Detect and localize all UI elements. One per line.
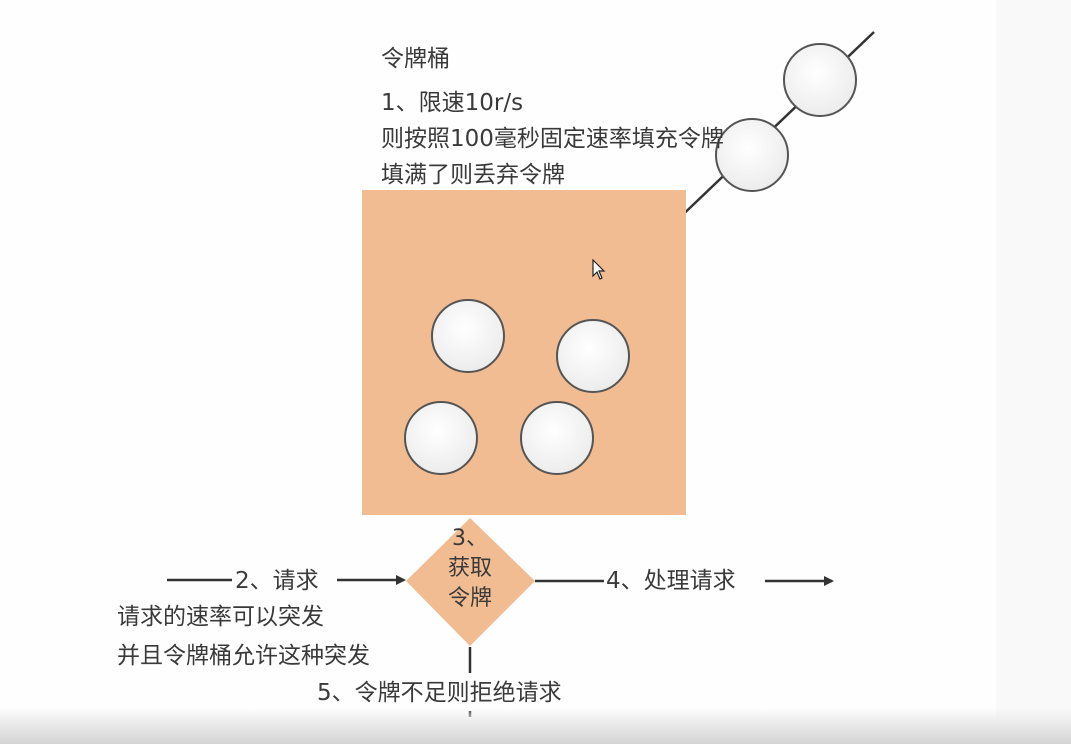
incoming-token <box>783 43 857 117</box>
bucket-token <box>556 319 630 393</box>
reject-request-label: 5、令牌不足则拒绝请求 <box>317 680 562 706</box>
incoming-token <box>715 118 789 192</box>
burst-desc-1: 请求的速率可以突发 <box>117 604 324 630</box>
acquire-token-label: 3、 获取 令牌 <box>430 524 510 614</box>
mouse-cursor-icon <box>592 259 606 280</box>
request-label: 2、请求 <box>235 568 319 594</box>
side-panel <box>996 0 1071 744</box>
step3-line1: 获取 <box>447 556 492 581</box>
bottom-shadow <box>0 708 1071 744</box>
title-label: 令牌桶 <box>381 46 450 72</box>
rate-limit-label: 1、限速10r/s <box>381 90 524 116</box>
process-request-label: 4、处理请求 <box>606 568 736 594</box>
step3-line2: 令牌 <box>447 586 492 611</box>
token-bucket <box>362 190 686 515</box>
bucket-token <box>520 401 594 475</box>
bucket-token <box>431 299 505 373</box>
burst-desc-2: 并且令牌桶允许这种突发 <box>117 643 370 669</box>
step3-number: 3、 <box>452 526 488 551</box>
discard-label: 填满了则丢弃令牌 <box>381 162 565 188</box>
acquire-token-decision <box>406 518 535 646</box>
fill-rate-label: 则按照100毫秒固定速率填充令牌 <box>381 126 724 152</box>
bucket-token <box>404 401 478 475</box>
